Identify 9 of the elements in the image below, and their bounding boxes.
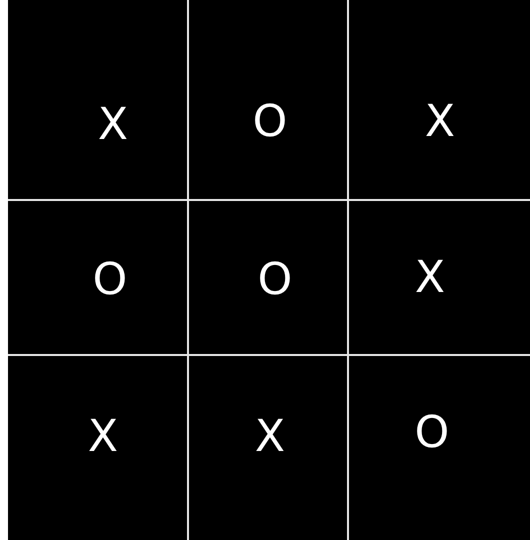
board-mark: O xyxy=(252,100,288,144)
board-mark: O xyxy=(414,411,450,455)
board-mark: X xyxy=(254,415,286,459)
board-mark: X xyxy=(414,256,446,300)
board-mark: O xyxy=(258,258,292,302)
board-mark: X xyxy=(424,100,456,144)
board-mark: X xyxy=(98,103,128,147)
board-mark: X xyxy=(88,415,118,459)
board-mark: O xyxy=(92,258,128,302)
